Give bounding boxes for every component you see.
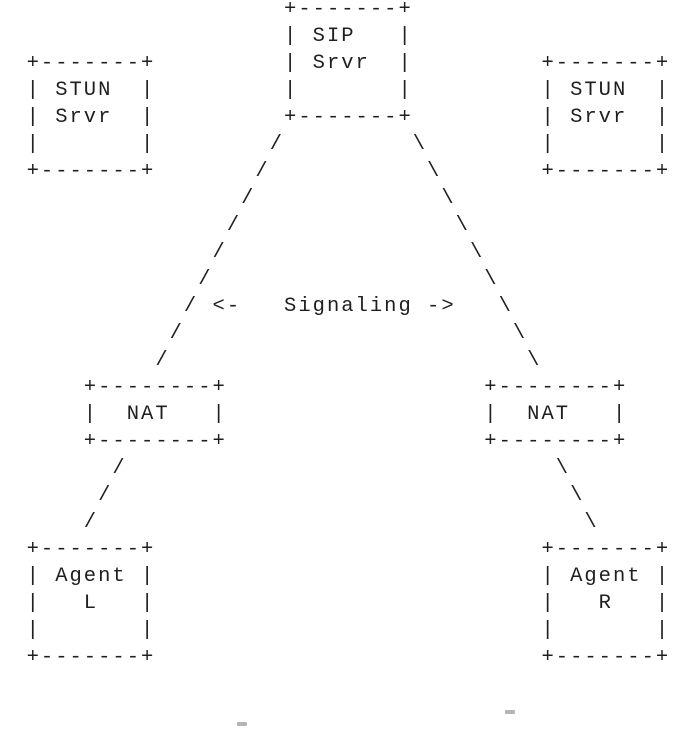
artifact-speck-1 [237,722,247,726]
ascii-network-diagram: +-------+ | SIP | +-------+ | Srvr | +--… [26,0,671,669]
ascii-art-text: +-------+ | SIP | +-------+ | Srvr | +--… [26,0,671,669]
artifact-speck-2 [505,710,515,714]
